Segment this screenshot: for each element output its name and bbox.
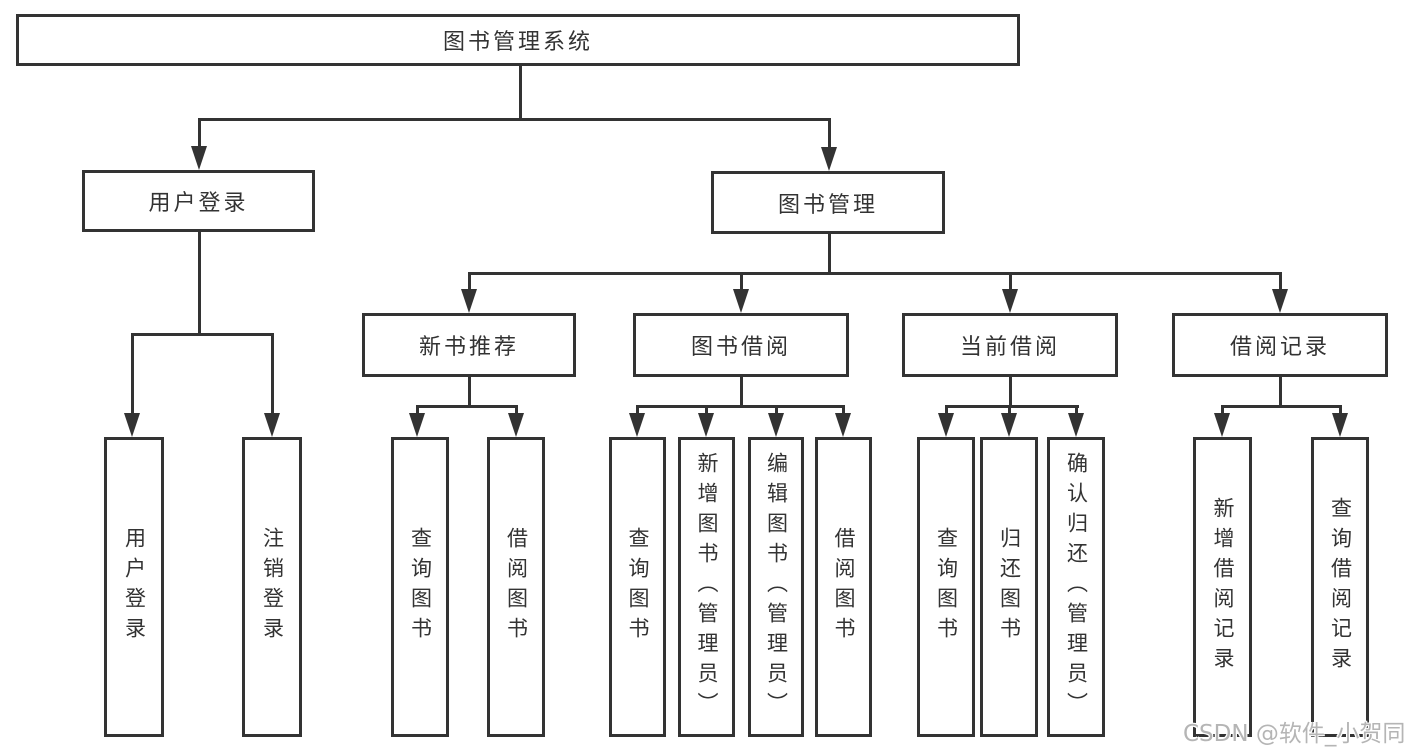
leaf-records-query-record: 查询借阅记录 (1311, 437, 1369, 737)
arrow-down-icon (821, 147, 837, 171)
arrow-down-icon (508, 413, 524, 437)
connector-root-branch (198, 118, 831, 121)
connector-book-mgmt-drop (828, 118, 831, 149)
arrow-down-icon (1272, 289, 1288, 313)
node-user-login-label: 用户登录 (148, 191, 249, 216)
leaf-user-login: 用户登录 (104, 437, 164, 737)
connector-l3-drop (740, 272, 743, 292)
arrow-down-icon (124, 413, 140, 437)
leaf-current-return-books: 归还图书 (980, 437, 1038, 737)
connector-current-branch (945, 405, 1079, 408)
connector-leaf-drop (515, 405, 518, 417)
watermark: CSDN @软件_小贺同学 (1183, 721, 1405, 747)
node-new-book-recommend: 新书推荐 (362, 313, 576, 377)
connector-leaf-drop (131, 333, 134, 416)
leaf-recommend-query-books: 查询图书 (391, 437, 449, 737)
leaf-records-add-record-label: 新增借阅记录 (1211, 497, 1235, 677)
leaf-logout: 注销登录 (242, 437, 302, 737)
leaf-current-query-books: 查询图书 (917, 437, 975, 737)
connector-l3-drop (1009, 272, 1012, 292)
node-book-borrow-label: 图书借阅 (690, 335, 791, 360)
leaf-borrow-edit-books-admin: 编辑图书（管理员） (748, 437, 804, 737)
leaf-current-confirm-return-admin: 确认归还（管理员） (1047, 437, 1105, 737)
leaf-records-query-record-label: 查询借阅记录 (1328, 497, 1353, 677)
connector-book-mgmt-branch (468, 272, 1282, 275)
connector-leaf-drop (705, 405, 708, 417)
node-book-management: 图书管理 (711, 171, 945, 234)
connector-leaf-drop (1339, 405, 1342, 417)
node-book-borrow: 图书借阅 (633, 313, 849, 377)
connector-leaf-drop (945, 405, 948, 417)
leaf-borrow-query-books: 查询图书 (609, 437, 666, 737)
connector-leaf-drop (271, 333, 274, 416)
node-borrow-records-label: 借阅记录 (1229, 335, 1330, 360)
leaf-borrow-borrow-books: 借阅图书 (815, 437, 872, 737)
connector-leaf-drop (416, 405, 419, 417)
node-current-borrow: 当前借阅 (902, 313, 1118, 377)
connector-records-stem (1279, 377, 1282, 407)
arrow-down-icon (733, 289, 749, 313)
connector-borrow-branch (636, 405, 845, 408)
arrow-down-icon (1001, 413, 1017, 437)
connector-book-mgmt-stem (828, 234, 831, 275)
arrow-down-icon (1002, 289, 1018, 313)
connector-leaf-drop (636, 405, 639, 417)
arrow-down-icon (1332, 413, 1348, 437)
connector-current-stem (1009, 377, 1012, 407)
leaf-recommend-borrow-books: 借阅图书 (487, 437, 545, 737)
connector-user-login-drop (198, 118, 201, 148)
leaf-user-login-label: 用户登录 (122, 527, 147, 647)
connector-user-login-stem (198, 232, 201, 335)
arrow-down-icon (629, 413, 645, 437)
leaf-current-query-books-label: 查询图书 (934, 527, 959, 647)
connector-l3-drop (468, 272, 471, 292)
leaf-records-add-record: 新增借阅记录 (1193, 437, 1252, 737)
node-root-label: 图书管理系统 (442, 30, 593, 55)
node-current-borrow-label: 当前借阅 (959, 335, 1060, 360)
connector-leaf-drop (1008, 405, 1011, 417)
node-borrow-records: 借阅记录 (1172, 313, 1388, 377)
node-root: 图书管理系统 (16, 14, 1020, 66)
arrow-down-icon (461, 289, 477, 313)
leaf-current-confirm-return-admin-label: 确认归还（管理员） (1064, 452, 1089, 722)
connector-recommend-branch (416, 405, 518, 408)
leaf-recommend-borrow-books-label: 借阅图书 (504, 527, 529, 647)
arrow-down-icon (191, 146, 207, 170)
arrow-down-icon (768, 413, 784, 437)
connector-leaf-drop (1075, 405, 1078, 417)
node-user-login: 用户登录 (82, 170, 315, 232)
connector-leaf-drop (775, 405, 778, 417)
leaf-borrow-query-books-label: 查询图书 (626, 527, 650, 647)
leaf-current-return-books-label: 归还图书 (997, 527, 1022, 647)
leaf-borrow-borrow-books-label: 借阅图书 (832, 527, 856, 647)
connector-leaf-drop (842, 405, 845, 417)
leaf-recommend-query-books-label: 查询图书 (408, 527, 433, 647)
arrow-down-icon (1214, 413, 1230, 437)
arrow-down-icon (1068, 413, 1084, 437)
connector-recommend-stem (468, 377, 471, 407)
leaf-borrow-add-books-admin-label: 新增图书（管理员） (695, 452, 719, 722)
leaf-borrow-edit-books-admin-label: 编辑图书（管理员） (764, 452, 789, 722)
arrow-down-icon (938, 413, 954, 437)
node-new-book-recommend-label: 新书推荐 (418, 335, 519, 360)
arrow-down-icon (698, 413, 714, 437)
connector-user-login-branch (131, 333, 274, 336)
leaf-logout-label: 注销登录 (260, 527, 285, 647)
connector-l3-drop (1279, 272, 1282, 292)
connector-leaf-drop (1221, 405, 1224, 417)
connector-borrow-stem (740, 377, 743, 407)
arrow-down-icon (835, 413, 851, 437)
connector-records-branch (1221, 405, 1342, 408)
leaf-borrow-add-books-admin: 新增图书（管理员） (678, 437, 735, 737)
node-book-management-label: 图书管理 (777, 192, 878, 218)
arrow-down-icon (264, 413, 280, 437)
arrow-down-icon (409, 413, 425, 437)
connector-root-stem (519, 66, 522, 119)
